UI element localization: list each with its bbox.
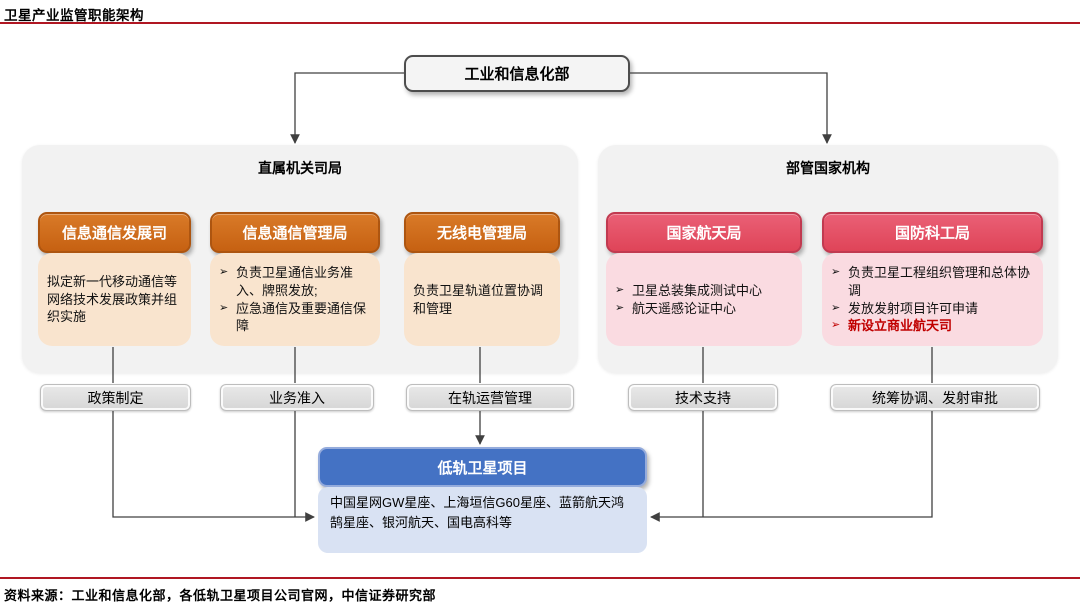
arrow-bullet-icon: ➢: [615, 283, 625, 296]
bullet-item: ➢ 负责卫星工程组织管理和总体协调: [831, 264, 1034, 300]
function-tag-policy: 政策制定: [40, 384, 191, 411]
leo-project-body: 中国星网GW星座、上海垣信G60星座、蓝箭航天鸿鹄星座、银河航天、国电高科等: [318, 487, 647, 553]
dept-header-radio-admin: 无线电管理局: [404, 212, 560, 253]
function-tag-coordination-launch-approval: 统筹协调、发射审批: [830, 384, 1040, 411]
function-tag-tech-support: 技术支持: [628, 384, 778, 411]
bullet-text: 负责卫星工程组织管理和总体协调: [848, 264, 1031, 298]
tag-label: 技术支持: [675, 389, 731, 406]
dept-header-info-comm-development: 信息通信发展司: [38, 212, 191, 253]
figure-title: 卫星产业监管职能架构: [4, 8, 144, 23]
arrow-bullet-icon: ➢: [615, 301, 625, 314]
agency-header-label: 国家航天局: [666, 225, 742, 242]
agency-header-sastind: 国防科工局: [822, 212, 1043, 253]
bullet-text: 应急通信及重要通信保障: [236, 300, 367, 334]
tag-label: 在轨运营管理: [448, 389, 532, 406]
bottom-divider: [0, 577, 1080, 579]
function-tag-orbit-operation: 在轨运营管理: [406, 384, 574, 411]
bullet-item: ➢ 航天遥感论证中心: [615, 300, 793, 318]
tag-label: 业务准入: [269, 389, 325, 406]
bullet-text: 负责卫星通信业务准入、牌照发放;: [236, 264, 354, 298]
bullet-item: ➢ 发放发射项目许可申请: [831, 300, 1034, 318]
bullet-item: ➢ 应急通信及重要通信保障: [219, 300, 371, 336]
bullet-text: 航天遥感论证中心: [632, 300, 737, 316]
bullet-text: 新设立商业航天司: [848, 318, 953, 334]
function-tag-market-access: 业务准入: [220, 384, 374, 411]
arrow-bullet-icon: ➢: [219, 265, 229, 278]
leo-project-header: 低轨卫星项目: [318, 447, 647, 487]
dept-header-label: 信息通信管理局: [242, 225, 348, 242]
arrow-bullet-icon: ➢: [831, 265, 841, 278]
bullet-item: ➢ 负责卫星通信业务准入、牌照发放;: [219, 264, 371, 300]
leo-project-header-label: 低轨卫星项目: [437, 459, 528, 477]
dept-body-info-comm-admin: ➢ 负责卫星通信业务准入、牌照发放; ➢ 应急通信及重要通信保障: [210, 253, 380, 346]
ministry-root-label: 工业和信息化部: [464, 66, 570, 83]
agency-body-cnsa: ➢ 卫星总装集成测试中心 ➢ 航天遥感论证中心: [606, 253, 802, 346]
dept-body-text: 负责卫星轨道位置协调和管理: [413, 282, 544, 316]
dept-body-info-comm-development: 拟定新一代移动通信等网络技术发展政策并组织实施: [38, 253, 191, 346]
ministry-root-box: 工业和信息化部: [404, 55, 630, 92]
dept-header-label: 信息通信发展司: [61, 225, 167, 242]
arrow-bullet-icon: ➢: [219, 301, 229, 314]
tag-label: 政策制定: [87, 389, 144, 406]
agency-body-sastind: ➢ 负责卫星工程组织管理和总体协调 ➢ 发放发射项目许可申请 ➢ 新设立商业航天…: [822, 253, 1043, 346]
top-divider: [0, 22, 1080, 24]
left-panel-title: 直属机关司局: [258, 160, 342, 176]
bullet-item: ➢ 卫星总装集成测试中心: [615, 282, 793, 300]
arrow-bullet-icon: ➢: [831, 319, 841, 332]
agency-header-cnsa: 国家航天局: [606, 212, 802, 253]
bullet-text: 卫星总装集成测试中心: [632, 282, 763, 298]
dept-body-text: 拟定新一代移动通信等网络技术发展政策并组织实施: [47, 273, 178, 325]
dept-header-label: 无线电管理局: [436, 225, 527, 242]
agency-header-label: 国防科工局: [894, 225, 970, 242]
arrow-bullet-icon: ➢: [831, 301, 841, 314]
bullet-item-highlighted: ➢ 新设立商业航天司: [831, 317, 1034, 335]
leo-project-body-text: 中国星网GW星座、上海垣信G60星座、蓝箭航天鸿鹄星座、银河航天、国电高科等: [330, 495, 624, 530]
dept-header-info-comm-admin: 信息通信管理局: [210, 212, 380, 253]
dept-body-radio-admin: 负责卫星轨道位置协调和管理: [404, 253, 560, 346]
right-panel-title: 部管国家机构: [786, 160, 870, 176]
source-note: 资料来源：工业和信息化部，各低轨卫星项目公司官网，中信证券研究部: [4, 588, 437, 603]
tag-label: 统筹协调、发射审批: [872, 389, 998, 406]
bullet-text: 发放发射项目许可申请: [848, 300, 979, 316]
